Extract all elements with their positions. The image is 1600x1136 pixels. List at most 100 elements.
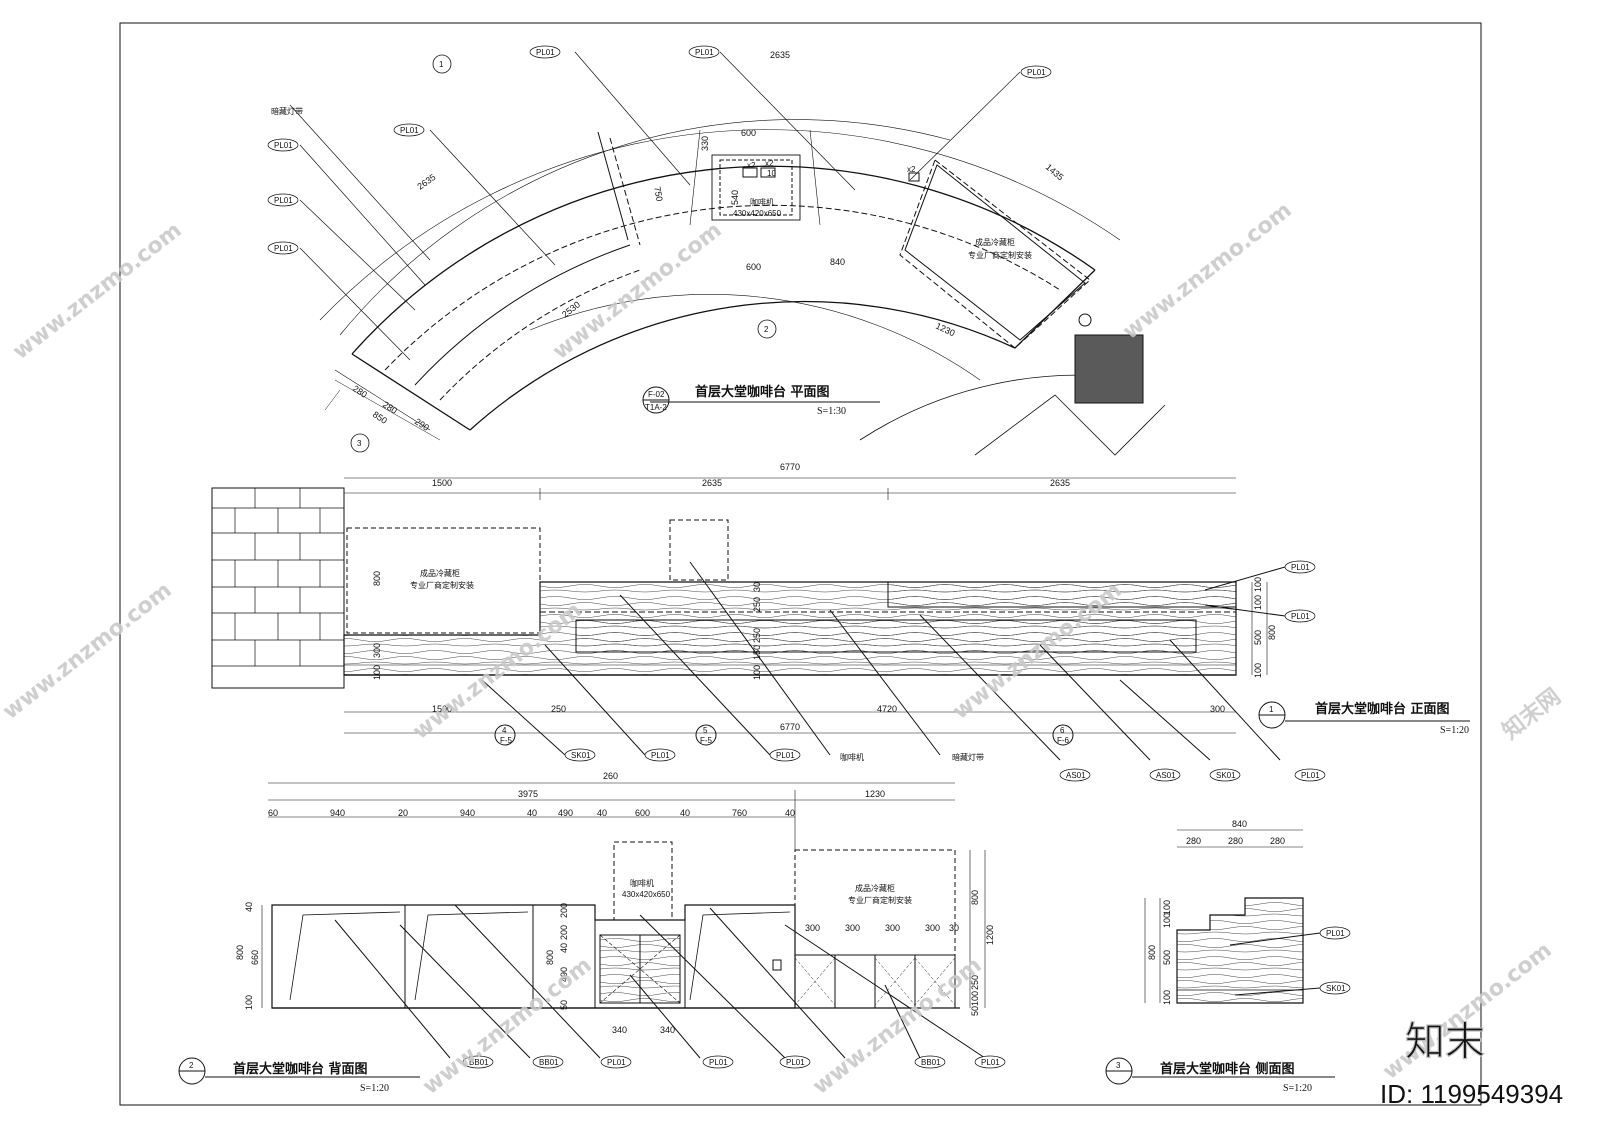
front-dims_v_mid-3-label: 150 xyxy=(752,645,762,660)
front-dims_top-0-label: 6770 xyxy=(780,462,800,472)
front-scale-label: S=1:20 xyxy=(1440,725,1469,736)
back-coffee-machine xyxy=(613,841,673,921)
side-dims_v-4-label: 100 xyxy=(1162,990,1172,1005)
plan-title: 首层大堂咖啡台 平面图 xyxy=(695,384,830,400)
front-labels-fridge_l1-label: 成品冷藏柜 xyxy=(420,568,460,578)
side-dims_v-1-label: 100 xyxy=(1162,913,1172,928)
side-dims_sub-2-label: 280 xyxy=(1270,836,1285,846)
plan-inner-arc xyxy=(469,300,1016,431)
front-dims_v_mid-4-label: 100 xyxy=(752,665,762,680)
watermark-url-label: www.znzmo.com xyxy=(8,218,186,365)
side-callouts-1-label: SK01 xyxy=(1326,984,1346,993)
plan-callouts-1-label: PL01 xyxy=(695,48,714,57)
front-dims_v_mid-1-label: 250 xyxy=(752,597,762,612)
front-callouts_bottom-5-label: AS01 xyxy=(1066,771,1086,780)
front-dims_v_right-4-label: 100 xyxy=(1253,663,1263,678)
side-counter xyxy=(1176,897,1304,1004)
front-sections-1-ref-label: F-5 xyxy=(700,736,713,745)
back-dims_top3-8-label: 40 xyxy=(680,808,690,818)
front-dims_bottom_a-1-label: 250 xyxy=(551,704,566,714)
side-dims_v-2-label: 800 xyxy=(1147,945,1157,960)
front-dims_v_left-0-label: 800 xyxy=(372,571,382,586)
plan-callouts-4-label: PL01 xyxy=(274,141,293,150)
side-callouts-0-label: PL01 xyxy=(1326,929,1345,938)
front-dims_top-2-label: 2635 xyxy=(702,478,722,488)
back-dims_v_left-1-label: 800 xyxy=(235,945,245,960)
front-dims_v_right-0-label: 100 xyxy=(1253,577,1263,592)
back-dims_v_right-0-label: 800 xyxy=(970,890,980,905)
back-labels-machine_size-label: 430x420x650 xyxy=(622,890,671,899)
plan-callouts-3-label: PL01 xyxy=(400,126,419,135)
back-labels-fridge_l1-label: 成品冷藏柜 xyxy=(855,883,895,893)
back-num-label: 2 xyxy=(189,1061,194,1070)
plan-labels-ten-label: 10 xyxy=(767,169,776,178)
front-sections-0-ref-label: F-5 xyxy=(500,736,513,745)
back-labels-fridge_l2-label: 专业厂商定制安装 xyxy=(848,895,912,905)
back-dims_inner-4-label: 30 xyxy=(949,923,959,933)
front-dims_v_left-1-label: 300 xyxy=(372,643,382,658)
watermark-id: ID: 1199549394 xyxy=(1380,1079,1563,1109)
back-elevation xyxy=(178,782,986,1085)
plan-callouts-5-label: PL01 xyxy=(274,196,293,205)
plan-scale-label: S=1:30 xyxy=(817,406,846,417)
plan-dims-8-label: 2635 xyxy=(415,172,437,192)
back-dims_v_left-2-label: 660 xyxy=(250,950,260,965)
back-dims_bottom-0-label: 340 xyxy=(612,1025,627,1035)
back-dims_top1-label: 260 xyxy=(603,771,618,781)
back-dims_v_left-0-label: 40 xyxy=(244,902,254,912)
side-elevation xyxy=(1105,829,1335,1085)
plan-dims-11-label: 280 xyxy=(351,383,369,400)
plan-mid-arc xyxy=(384,204,1061,371)
plan-ref_bottom-label: T1A-2 xyxy=(645,403,667,412)
back-dims_top3-7-label: 600 xyxy=(635,808,650,818)
plan-dims-1-label: 600 xyxy=(741,128,756,138)
back-labels-machine-label: 咖啡机 xyxy=(630,878,654,888)
plan-labels-x2b-label: x2 xyxy=(765,159,774,168)
plan-markers-1-label: 2 xyxy=(764,325,769,334)
plan-view-markers xyxy=(350,54,777,453)
front-num-label: 1 xyxy=(1269,705,1274,714)
front-title: 首层大堂咖啡台 正面图 xyxy=(1315,701,1450,717)
back-dims_v_mid-1-label: 200 xyxy=(559,925,569,940)
watermark-url-label: www.znzmo.com xyxy=(1118,198,1296,345)
side-dims_sub-0-label: 280 xyxy=(1186,836,1201,846)
back-dims_inner-2-label: 300 xyxy=(885,923,900,933)
back-dims_top3-1-label: 940 xyxy=(330,808,345,818)
front-inset-panel xyxy=(575,619,1197,653)
front-sections-0-num-label: 4 xyxy=(502,726,507,735)
front-sections-2-num-label: 6 xyxy=(1060,726,1065,735)
plan-dims-9-label: 2530 xyxy=(560,299,582,319)
back-scale-label: S=1:20 xyxy=(360,1083,389,1094)
plan-labels-x2c-label: x2 xyxy=(907,165,916,174)
front-callouts_bottom-6-label: AS01 xyxy=(1156,771,1176,780)
front-elevation xyxy=(211,477,1470,761)
back-title: 首层大堂咖啡台 背面图 xyxy=(233,1061,368,1077)
front-dims_bottom_a-0-label: 1500 xyxy=(432,704,452,714)
plan-dims-14-label: 850 xyxy=(371,409,389,426)
plan-view xyxy=(289,51,1166,456)
plan-callouts xyxy=(267,45,1052,255)
plan-labels-x2a-label: x2 xyxy=(747,161,756,170)
drawing-frame xyxy=(119,22,1482,1106)
front-callouts_right-1-label: PL01 xyxy=(1291,612,1310,621)
plan-callouts-0-label: PL01 xyxy=(536,48,555,57)
front-dims_top-1-label: 1500 xyxy=(432,478,452,488)
back-callouts-6-label: PL01 xyxy=(981,1058,1000,1067)
plan-labels-machine_size-label: 430x420x650 xyxy=(733,209,782,218)
watermark-logo: 知末 xyxy=(1405,1019,1485,1065)
back-dims_top2-0-label: 3975 xyxy=(518,789,538,799)
back-dims_v_mid-3-label: 800 xyxy=(545,950,555,965)
back-dims_v_right-4-label: 50 xyxy=(970,1006,980,1016)
plan-coffee-machine xyxy=(711,154,801,221)
back-dims_v_mid-0-label: 200 xyxy=(559,903,569,918)
front-callouts_bottom-1-label: PL01 xyxy=(651,751,670,760)
front-callouts_bottom-2-label: PL01 xyxy=(776,751,795,760)
back-dims_top3-3-label: 940 xyxy=(460,808,475,818)
plan-fridge xyxy=(899,159,1091,349)
side-dims_top-label: 840 xyxy=(1232,819,1247,829)
side-title: 首层大堂咖啡台 侧面图 xyxy=(1160,1061,1295,1077)
back-dims_inner-1-label: 300 xyxy=(845,923,860,933)
plan-dims-2-label: 330 xyxy=(700,136,710,151)
plan-labels-hidden_light-label: 暗藏灯带 xyxy=(271,106,303,116)
front-dims_v_right-2-label: 800 xyxy=(1267,625,1277,640)
